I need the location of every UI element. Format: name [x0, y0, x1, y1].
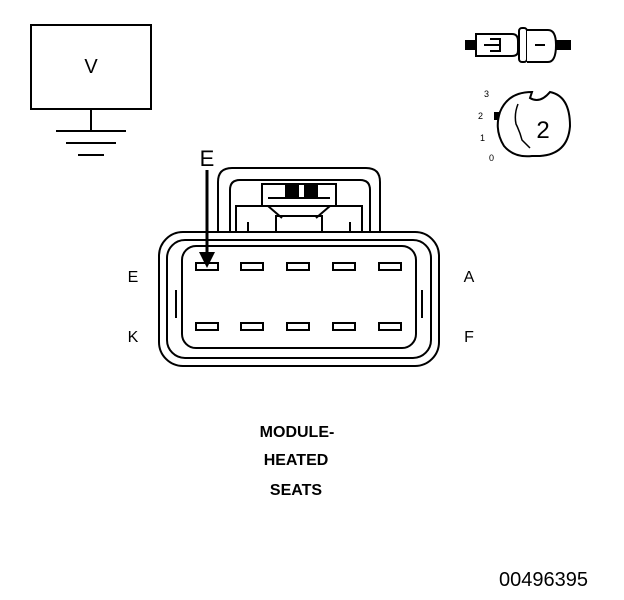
terminal-E — [195, 262, 219, 271]
selector-switch-icon: 3 2 1 0 2 — [478, 89, 572, 163]
terminal-cavities — [195, 262, 402, 331]
switch-scale-0: 0 — [489, 153, 494, 163]
terminal-B — [332, 262, 356, 271]
knob-body-icon — [496, 90, 572, 158]
component-name: MODULE- HEATED SEATS — [260, 424, 335, 499]
pin-label-top-right: A — [464, 269, 475, 286]
switch-setting: 2 — [536, 117, 549, 144]
component-name-line-1: MODULE- — [260, 424, 335, 441]
switch-scale-2: 2 — [478, 111, 483, 121]
knob-grip-icon — [514, 103, 531, 149]
connector-housing — [158, 167, 440, 367]
component-name-line-2: HEATED — [264, 452, 329, 469]
component-name-line-3: SEATS — [270, 482, 322, 499]
terminal-J — [240, 322, 264, 331]
back-probe-icon — [465, 27, 571, 63]
switch-scale-3: 3 — [484, 89, 489, 99]
pin-label-bottom-right: F — [464, 329, 474, 346]
ground-icon — [56, 109, 126, 156]
terminal-C — [286, 262, 310, 271]
terminal-H — [286, 322, 310, 331]
pin-pointer-arrow: E — [199, 146, 215, 268]
voltmeter-symbol: V — [30, 24, 152, 156]
figure-id: 00496395 — [499, 569, 588, 591]
pin-label-top-left: E — [128, 269, 139, 286]
terminal-K — [195, 322, 219, 331]
switch-scale-1: 1 — [480, 133, 485, 143]
terminal-D — [240, 262, 264, 271]
pin-label-bottom-left: K — [128, 329, 139, 346]
voltmeter-label: V — [84, 56, 98, 78]
terminal-G — [332, 322, 356, 331]
arrow-label: E — [200, 146, 215, 171]
terminal-A — [378, 262, 402, 271]
terminal-F — [378, 322, 402, 331]
